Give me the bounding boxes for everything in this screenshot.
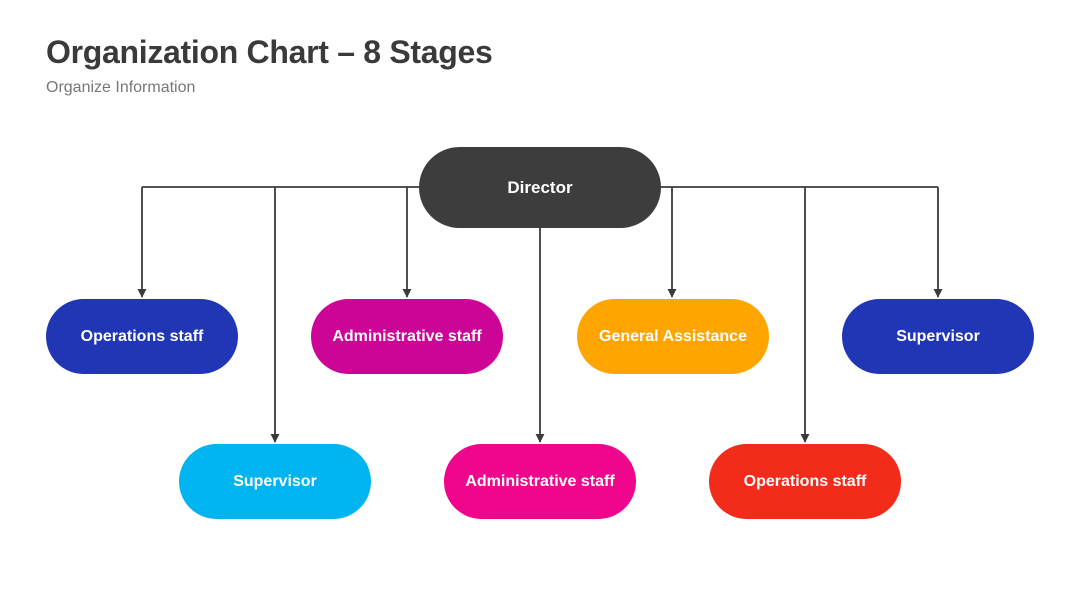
node-administrative-staff-2: Administrative staff — [444, 444, 636, 519]
node-label: Administrative staff — [332, 327, 482, 345]
node-director: Director — [419, 147, 661, 228]
node-label: Administrative staff — [465, 472, 615, 490]
node-label: General Assistance — [599, 327, 747, 345]
node-label: Supervisor — [233, 472, 317, 490]
page-subtitle: Organize Information — [46, 79, 196, 96]
node-director-label: Director — [507, 177, 573, 197]
node-administrative-staff-1: Administrative staff — [311, 299, 503, 374]
node-operations-staff-2: Operations staff — [709, 444, 901, 519]
node-operations-staff-1: Operations staff — [46, 299, 238, 374]
node-label: Operations staff — [80, 327, 204, 345]
node-general-assistance: General Assistance — [577, 299, 769, 374]
node-label: Operations staff — [743, 472, 867, 490]
node-supervisor-1: Supervisor — [179, 444, 371, 519]
page-title: Organization Chart – 8 Stages — [46, 34, 493, 70]
node-label: Supervisor — [896, 327, 980, 345]
node-supervisor-2: Supervisor — [842, 299, 1034, 374]
